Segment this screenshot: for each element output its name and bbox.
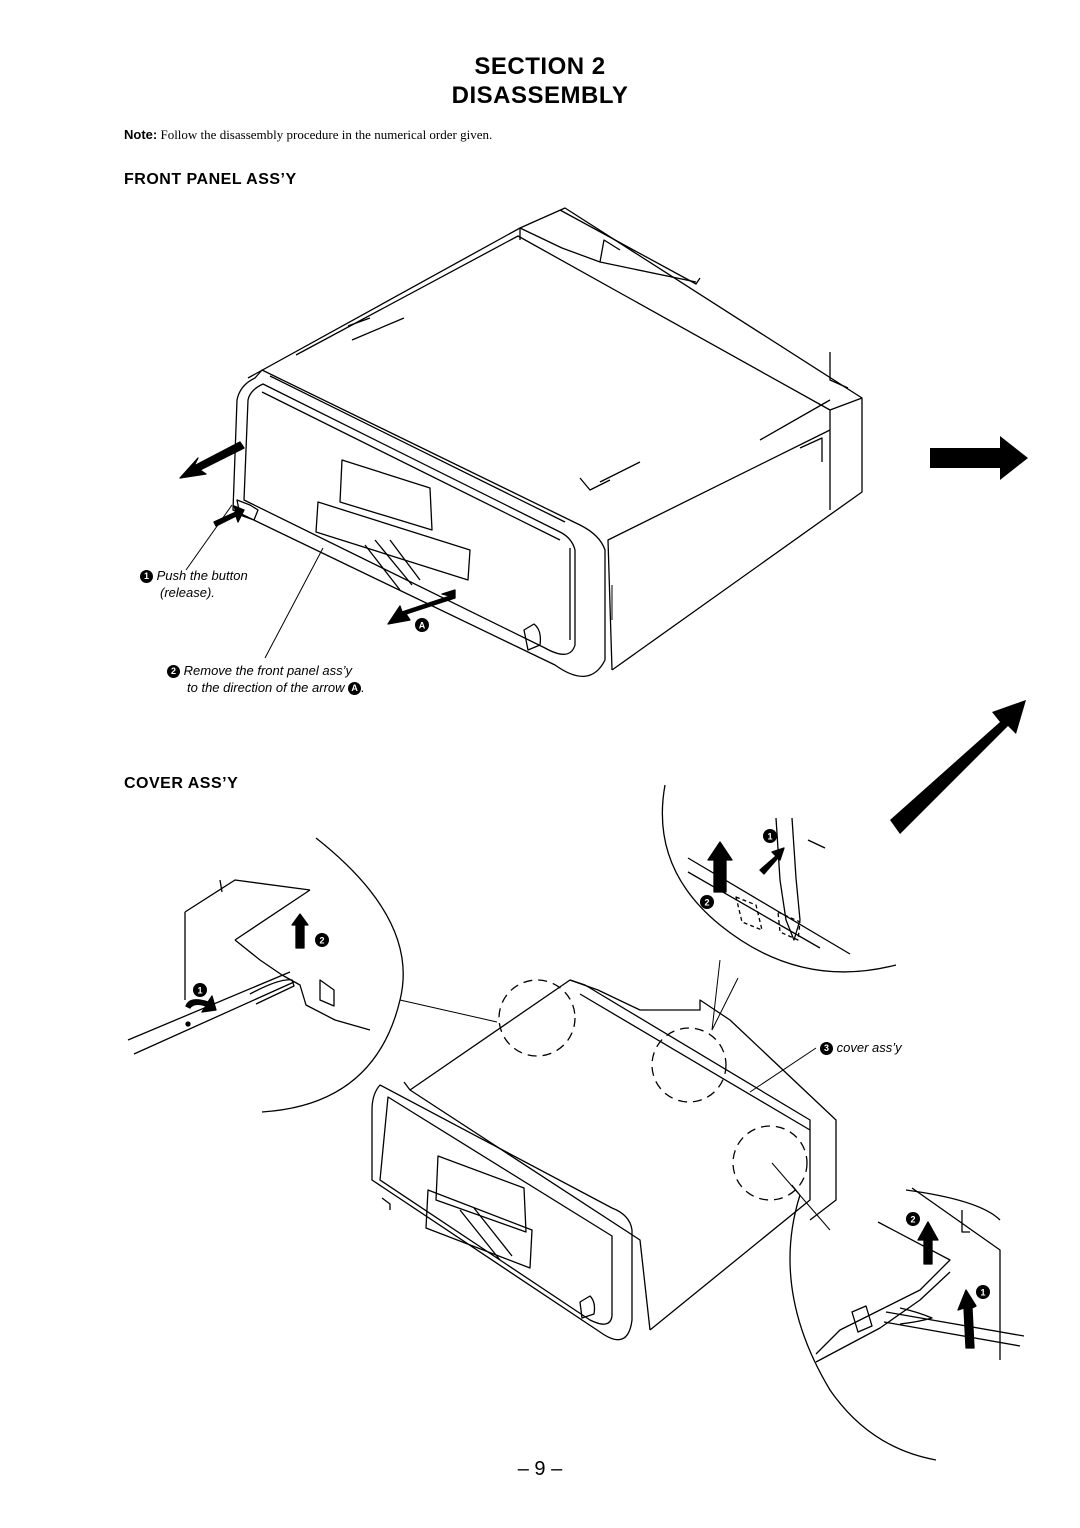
detail-right-top [661, 784, 897, 1031]
callout-step-1-line1: Push the button [156, 568, 248, 583]
callout-period: . [361, 680, 365, 695]
arrow-up-right-icon [890, 700, 1026, 834]
section-label: SECTION 2 [474, 53, 606, 80]
badge-step-2: 2 [910, 1215, 915, 1225]
step-badge-icon: A 2 1 1 2 2 1 [193, 618, 990, 1299]
page-title: DISASSEMBLY [451, 82, 629, 109]
step-badge-icon: 3 [820, 1042, 833, 1055]
step-badge-icon: 2 [167, 665, 180, 678]
arrow-label-a: A [419, 621, 426, 631]
callout-step-2-line2: to the direction of the arrow [187, 680, 345, 695]
front-panel-heading: FRONT PANEL ASS’Y [124, 171, 297, 188]
callout-step-3: 3 cover ass’y [820, 1039, 902, 1056]
lift-arrow-icon [917, 1221, 977, 1349]
cover-heading: COVER ASS’Y [124, 775, 239, 792]
badge-step-2: 2 [704, 898, 709, 908]
note-text: Follow the disassembly procedure in the … [160, 127, 493, 142]
callout-step-2: 2 Remove the front panel ass’y to the di… [167, 662, 365, 696]
car-stereo-unit-cover [371, 979, 837, 1341]
detail-right-bottom [771, 1162, 1025, 1461]
note: Note: Follow the disassembly procedure i… [124, 127, 492, 143]
callout-step-2-line1: Remove the front panel ass’y [183, 663, 352, 678]
page-number: – 9 – [517, 1458, 563, 1480]
badge-step-1: 1 [980, 1288, 985, 1298]
badge-step-1: 1 [197, 986, 202, 996]
badge-step-1: 1 [767, 832, 772, 842]
callout-step-1-line2: (release). [160, 585, 215, 600]
callout-step-1: 1 Push the button (release). [140, 567, 248, 601]
car-stereo-unit-front [185, 207, 863, 678]
detail-callout-circles [498, 979, 808, 1201]
callout-step-3-label: cover ass’y [836, 1040, 902, 1055]
lift-arrow-icon [707, 841, 785, 893]
step-badge-icon: 1 [140, 570, 153, 583]
note-label: Note: [124, 127, 158, 142]
screwdriver-icon [185, 913, 309, 1027]
pull-arrow-icon [179, 441, 456, 625]
arrow-right-icon [930, 436, 1028, 480]
badge-step-2: 2 [319, 936, 324, 946]
detail-left [127, 837, 498, 1113]
step-badge-icon: A [348, 682, 362, 695]
